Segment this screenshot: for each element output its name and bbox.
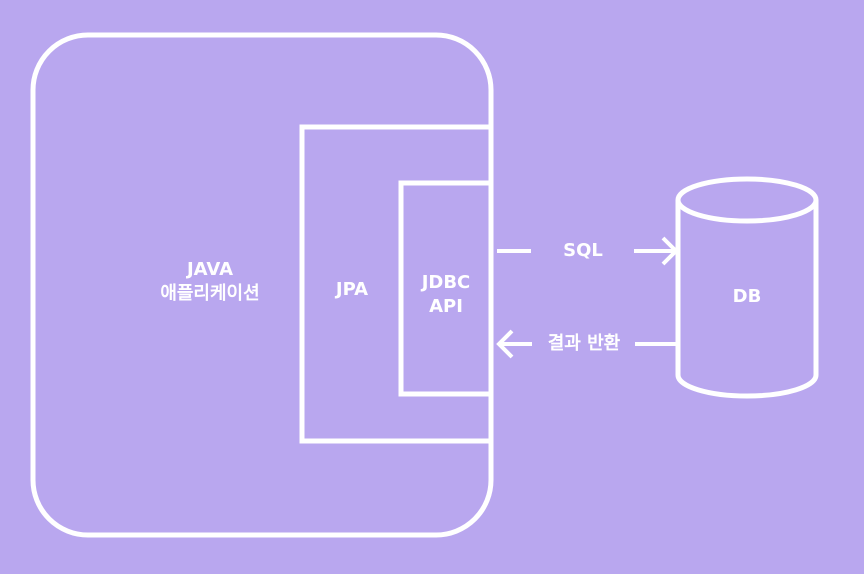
- db-label: DB: [732, 286, 762, 307]
- jpa-label: JPA: [335, 279, 369, 300]
- jpa-box: [299, 124, 491, 444]
- sql-edge-label: SQL: [563, 240, 603, 261]
- java-app-box: [30, 32, 494, 538]
- jdbc-api-label: JDBC API: [404, 271, 488, 319]
- java-app-label: JAVA 애플리케이션: [110, 258, 310, 306]
- java-app-label-line1: JAVA: [186, 259, 234, 280]
- db-cylinder-icon: [675, 176, 819, 399]
- result-arrowhead-icon: [496, 329, 514, 359]
- result-edge-label: 결과 반환: [547, 333, 621, 354]
- jdbc-label-line2: API: [429, 296, 463, 317]
- jdbc-box: [398, 180, 491, 397]
- jdbc-label-line1: JDBC: [421, 272, 471, 293]
- java-app-label-line2: 애플리케이션: [160, 283, 260, 304]
